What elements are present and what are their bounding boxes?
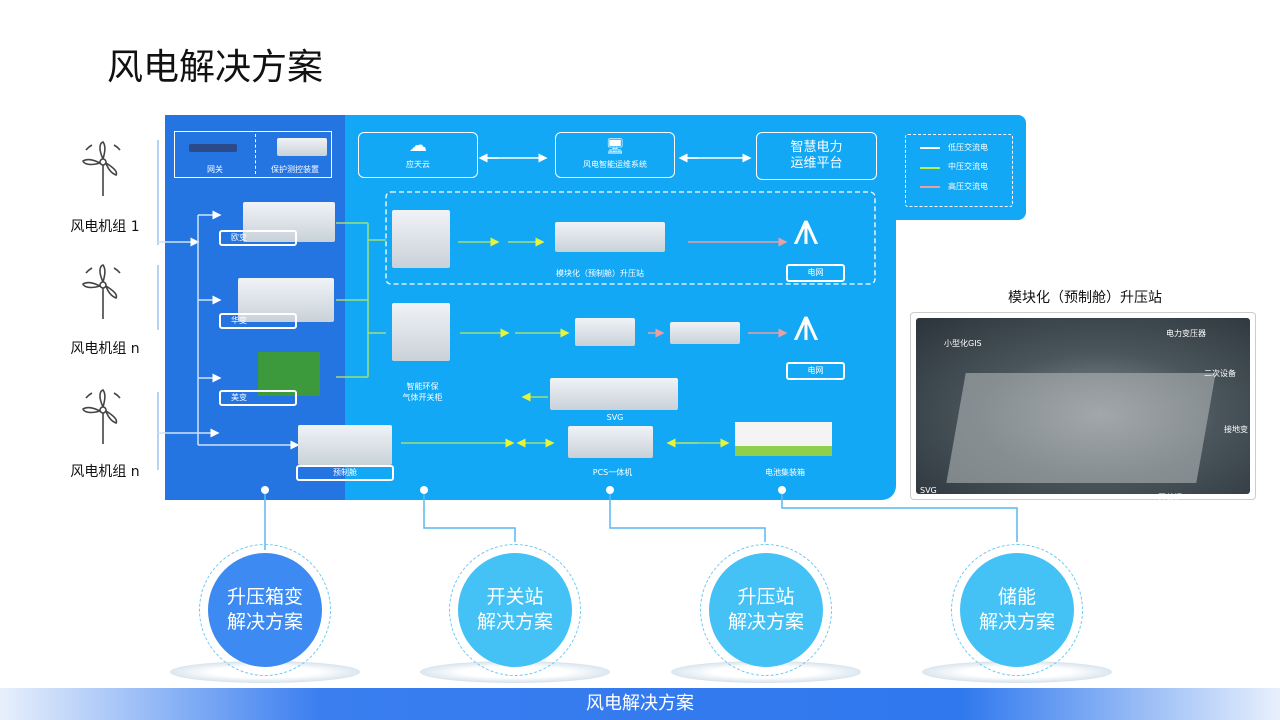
booster-station-photo: 小型化GIS 电力变压器 二次设备 接地变 SVG 开关柜	[910, 312, 1256, 502]
cloud-box[interactable]: ☁ 应天云	[358, 132, 478, 178]
callout-grounding: 接地变	[1224, 425, 1248, 434]
wind-turbine-icon	[78, 263, 128, 325]
network-monitor-icon: 🖥	[605, 137, 625, 155]
switchgear-image	[392, 210, 450, 268]
solution-booster-station[interactable]: 升压站解决方案	[709, 553, 823, 667]
callout-transformer: 电力变压器	[1166, 329, 1206, 338]
legend-label: 高压交流电	[948, 182, 988, 191]
pcs-image	[568, 426, 653, 458]
grid-tag: 电网	[786, 264, 845, 282]
switchgear-label: 智能环保气体开关柜	[402, 382, 443, 402]
switchgear-image	[392, 303, 450, 361]
protection-device-image	[277, 138, 327, 156]
legend-label: 低压交流电	[948, 143, 988, 152]
protection-label: 保护测控装置	[271, 165, 319, 174]
flow-lines	[158, 153, 876, 450]
callout-switchgear: 开关柜	[1158, 493, 1182, 502]
platform-label-2: 运维平台	[790, 156, 843, 171]
cloud-gear-icon: ☁	[409, 135, 427, 156]
prefab-cabin-image	[298, 425, 392, 465]
transformer-tag: 华变	[219, 313, 297, 329]
gateway-device-image	[189, 144, 237, 152]
wind-turbine-icon	[78, 140, 128, 202]
legend-swatch	[920, 147, 940, 149]
ring	[700, 544, 832, 676]
solution-box-transformer[interactable]: 升压箱变解决方案	[208, 553, 322, 667]
transmission-tower-icon: ⩚	[793, 297, 819, 351]
solution-connectors	[261, 486, 1018, 550]
battery-container-image	[735, 422, 832, 456]
page-title: 风电解决方案	[107, 47, 324, 88]
turbine-label: 风电机组 n	[70, 341, 140, 357]
wind-turbine-icon	[78, 388, 128, 450]
footer-bar: 风电解决方案	[0, 688, 1280, 720]
grid-tag: 电网	[786, 362, 845, 380]
photo-title: 模块化（预制舱）升压站	[1008, 290, 1162, 306]
ops-system-label: 风电智能运维系统	[583, 160, 647, 169]
gateway-box: 网关 保护测控装置	[174, 131, 332, 178]
callout-gis: 小型化GIS	[944, 339, 982, 348]
solution-switch-station[interactable]: 开关站解决方案	[458, 553, 572, 667]
svg-label: SVG	[606, 413, 624, 422]
legend-label: 中压交流电	[948, 162, 988, 171]
cloud-label: 应天云	[406, 160, 430, 169]
gis-image	[670, 322, 740, 344]
callout-svg: SVG	[920, 486, 937, 495]
gateway-label: 网关	[207, 165, 223, 174]
turbine-label: 风电机组 1	[70, 219, 140, 235]
ring	[951, 544, 1083, 676]
prefab-tag: 预制舱	[296, 465, 394, 481]
turbine-label: 风电机组 n	[70, 464, 140, 480]
turbine-connections	[157, 140, 159, 470]
legend: 低压交流电 中压交流电 高压交流电	[905, 134, 1013, 207]
pcs-label: PCS一体机	[592, 468, 633, 477]
transformer-tag: 美变	[219, 390, 297, 406]
platform-label-1: 智慧电力	[790, 140, 843, 155]
battery-label: 电池集装箱	[765, 468, 805, 477]
callout-secondary: 二次设备	[1204, 369, 1236, 378]
solution-energy-storage[interactable]: 储能解决方案	[960, 553, 1074, 667]
ring	[199, 544, 331, 676]
eu-transformer-image	[243, 202, 335, 242]
platform-box[interactable]: 智慧电力 运维平台	[756, 132, 877, 180]
ring	[449, 544, 581, 676]
transmission-tower-icon: ⩚	[793, 201, 819, 255]
legend-swatch	[920, 186, 940, 188]
us-transformer-image	[258, 352, 320, 396]
booster-station-image	[555, 222, 665, 252]
legend-swatch	[920, 167, 940, 169]
transformer-tag: 欧变	[219, 230, 297, 246]
svg-container-image	[550, 378, 678, 410]
power-transformer-image	[575, 318, 635, 346]
booster-station-label: 模块化（预制舱）升压站	[556, 269, 644, 278]
ops-system-box[interactable]: 🖥 风电智能运维系统	[555, 132, 675, 178]
